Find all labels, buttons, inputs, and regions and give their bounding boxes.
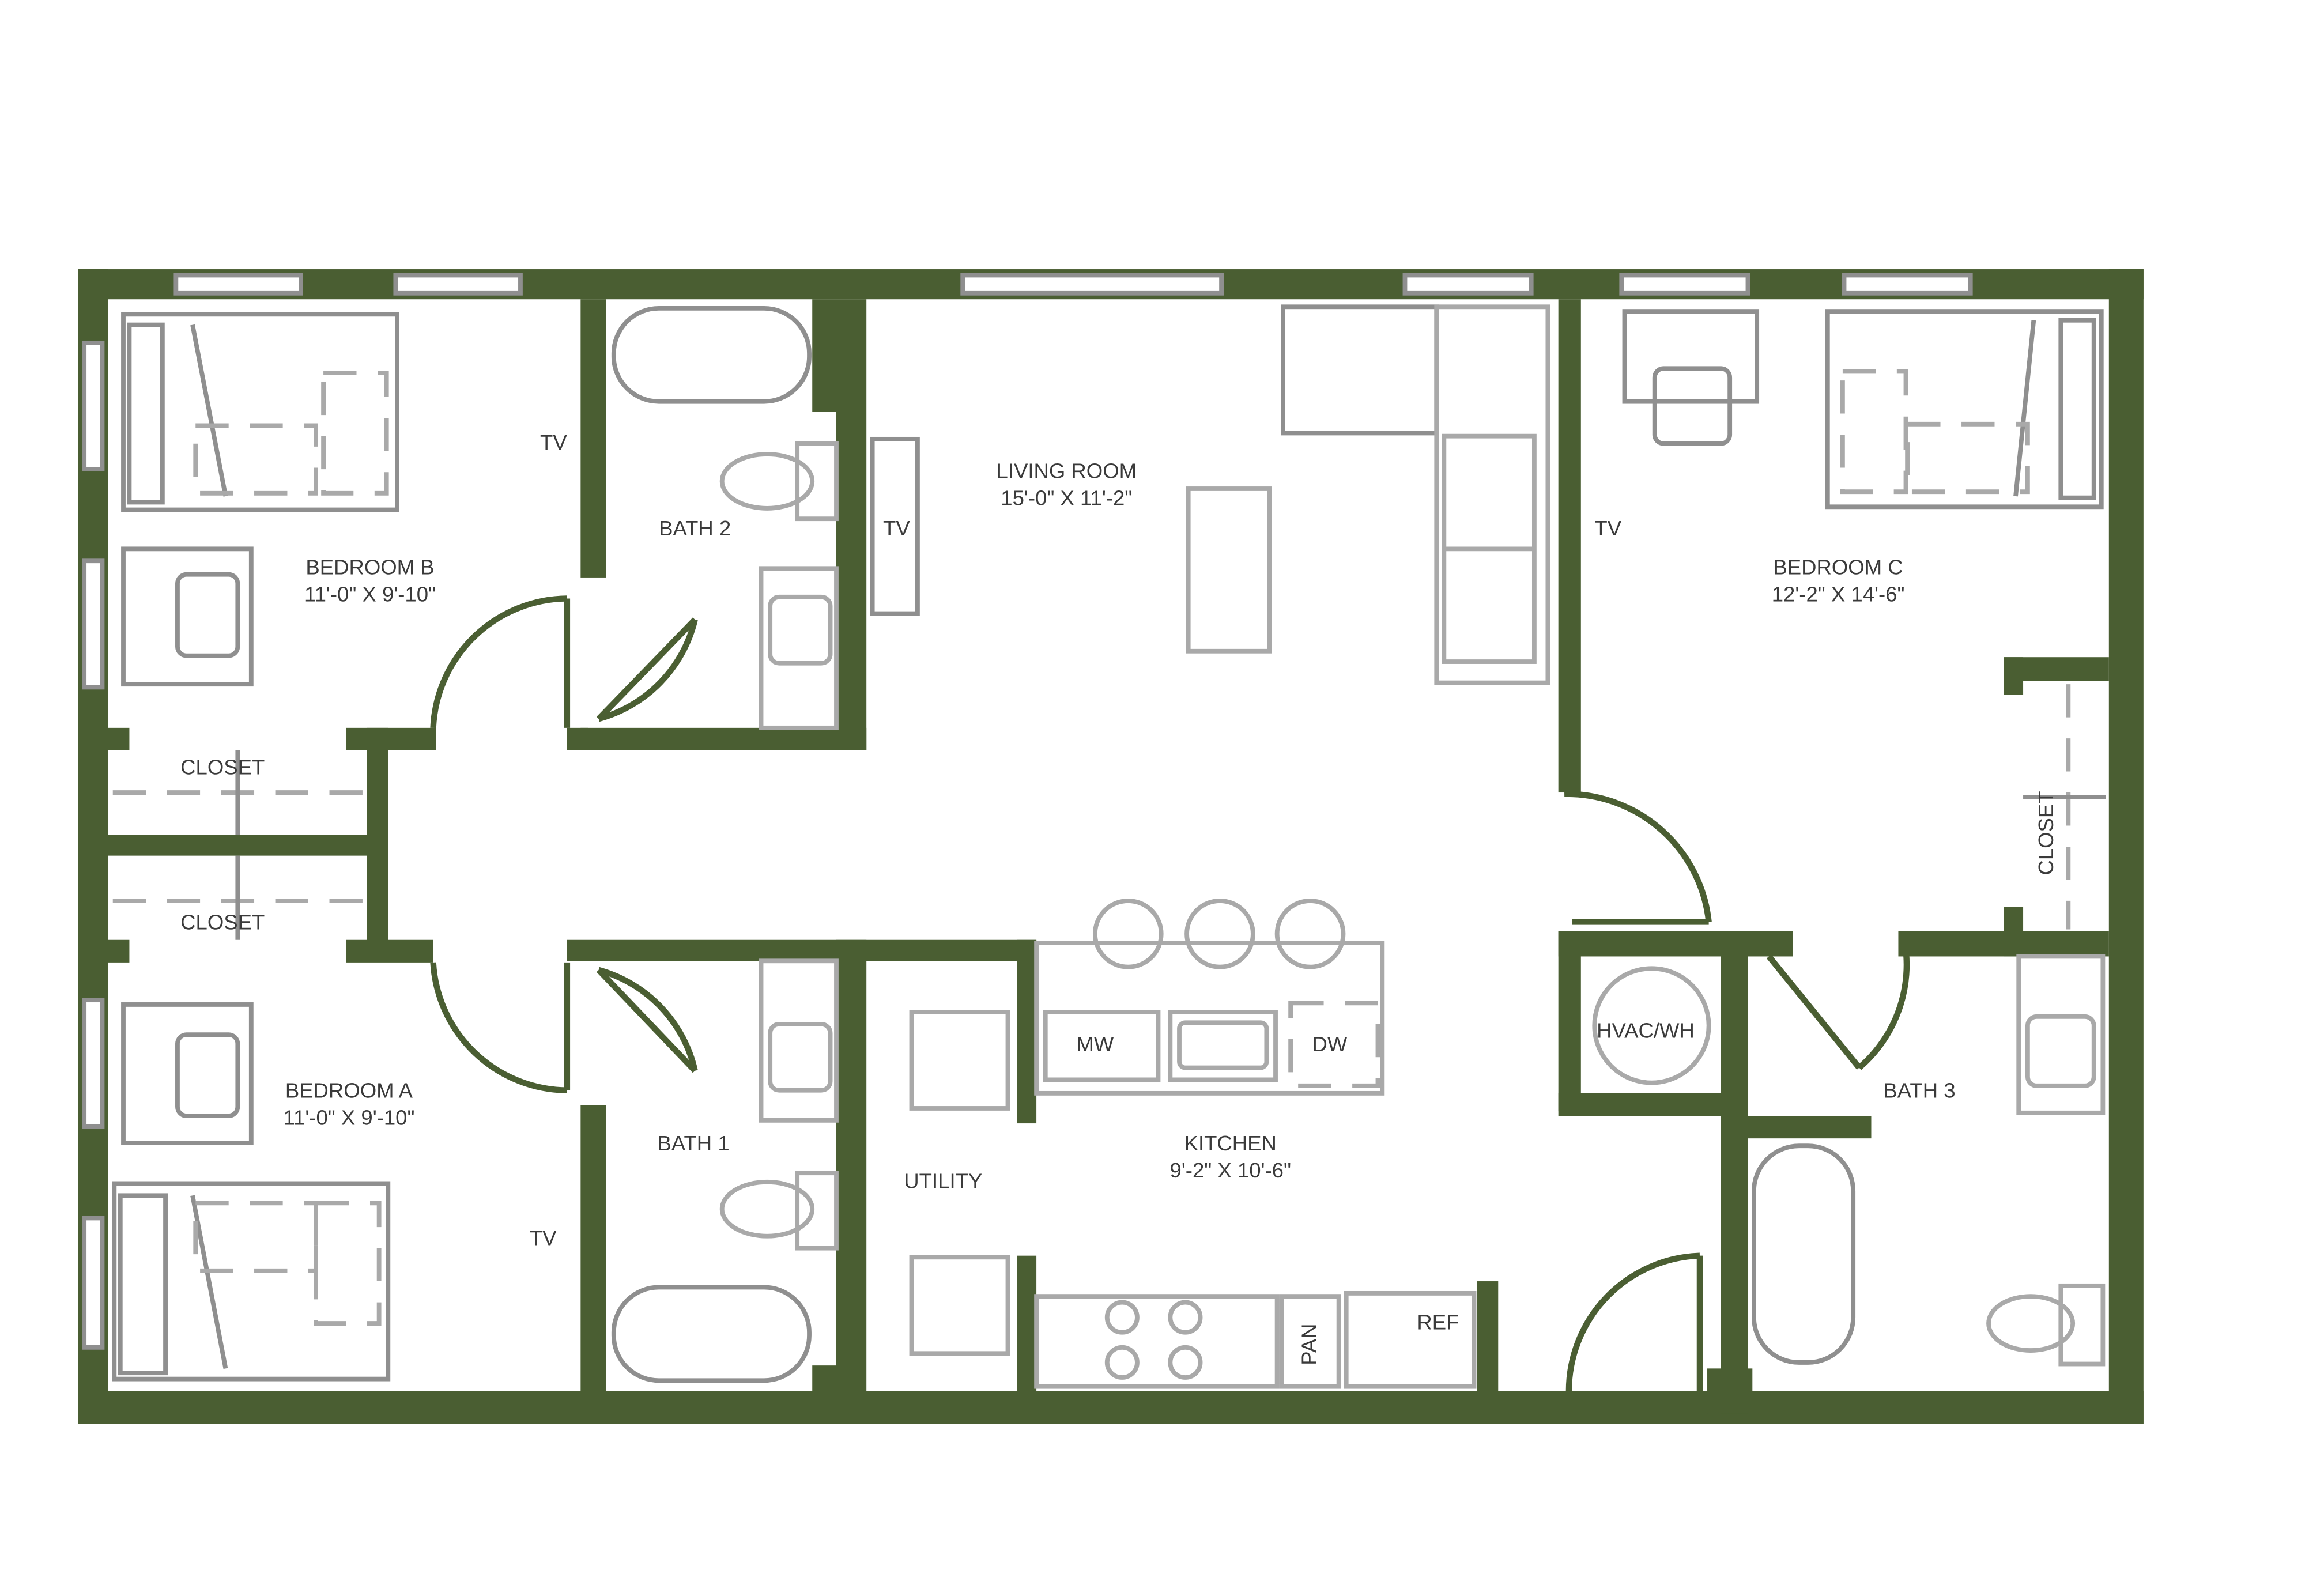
room-labels: BEDROOM B 11'-0" X 9'-10" BEDROOM A 11'-… (180, 459, 2058, 1193)
bath-1-label: BATH 1 (657, 1131, 729, 1155)
bath-3-label: BATH 3 (1883, 1079, 1955, 1103)
bedroom-a-size: 11'-0" X 9'-10" (283, 1106, 414, 1130)
closet-fixtures (112, 684, 2106, 940)
tv-label-living-room: TV (883, 516, 910, 540)
tv-label-bedroom-b: TV (540, 431, 567, 454)
bedroom-b-name: BEDROOM B (305, 556, 434, 579)
living-room-name: LIVING ROOM (997, 459, 1137, 483)
bath-2-fixtures (611, 305, 839, 730)
bath-3-fixtures (1592, 954, 2106, 1367)
bedroom-a-name: BEDROOM A (285, 1079, 413, 1103)
bedroom-b-size: 11'-0" X 9'-10" (304, 583, 436, 606)
hvac-label: HVAC/WH (1597, 1018, 1695, 1042)
tv-label-bedroom-a: TV (530, 1226, 557, 1250)
living-room-size: 15'-0" X 11'-2" (1001, 486, 1132, 510)
interior-walls (108, 299, 2109, 1414)
living-room-furniture (870, 304, 1550, 969)
bedroom-b-furniture (121, 312, 399, 687)
kitchen-name: KITCHEN (1184, 1131, 1277, 1155)
windows (82, 273, 1973, 1350)
closet-label-c: CLOSET (2034, 791, 2058, 875)
dishwasher-label: DW (1312, 1032, 1348, 1056)
kitchen-fixtures (909, 941, 1477, 1389)
bedroom-c-furniture (1622, 309, 2104, 510)
pantry-label: PAN (1297, 1323, 1321, 1365)
kitchen-size: 9'-2" X 10'-6" (1170, 1158, 1291, 1182)
utility-label: UTILITY (904, 1169, 982, 1192)
doors (430, 595, 1910, 1391)
tv-label-bedroom-c: TV (1594, 516, 1621, 540)
bedroom-c-size: 12'-2" X 14'-6" (1772, 583, 1905, 606)
closet-label-b: CLOSET (180, 756, 265, 779)
bedroom-a-furniture (112, 1002, 391, 1382)
bedroom-c-name: BEDROOM C (1773, 556, 1903, 579)
refrigerator-label: REF (1417, 1311, 1459, 1334)
microwave-label: MW (1076, 1032, 1114, 1056)
bath-2-label: BATH 2 (659, 516, 731, 540)
closet-label-a: CLOSET (180, 910, 265, 934)
fixture-labels: TV TV TV TV MW DW PAN REF (530, 431, 1622, 1365)
bath-1-fixtures (611, 958, 839, 1383)
